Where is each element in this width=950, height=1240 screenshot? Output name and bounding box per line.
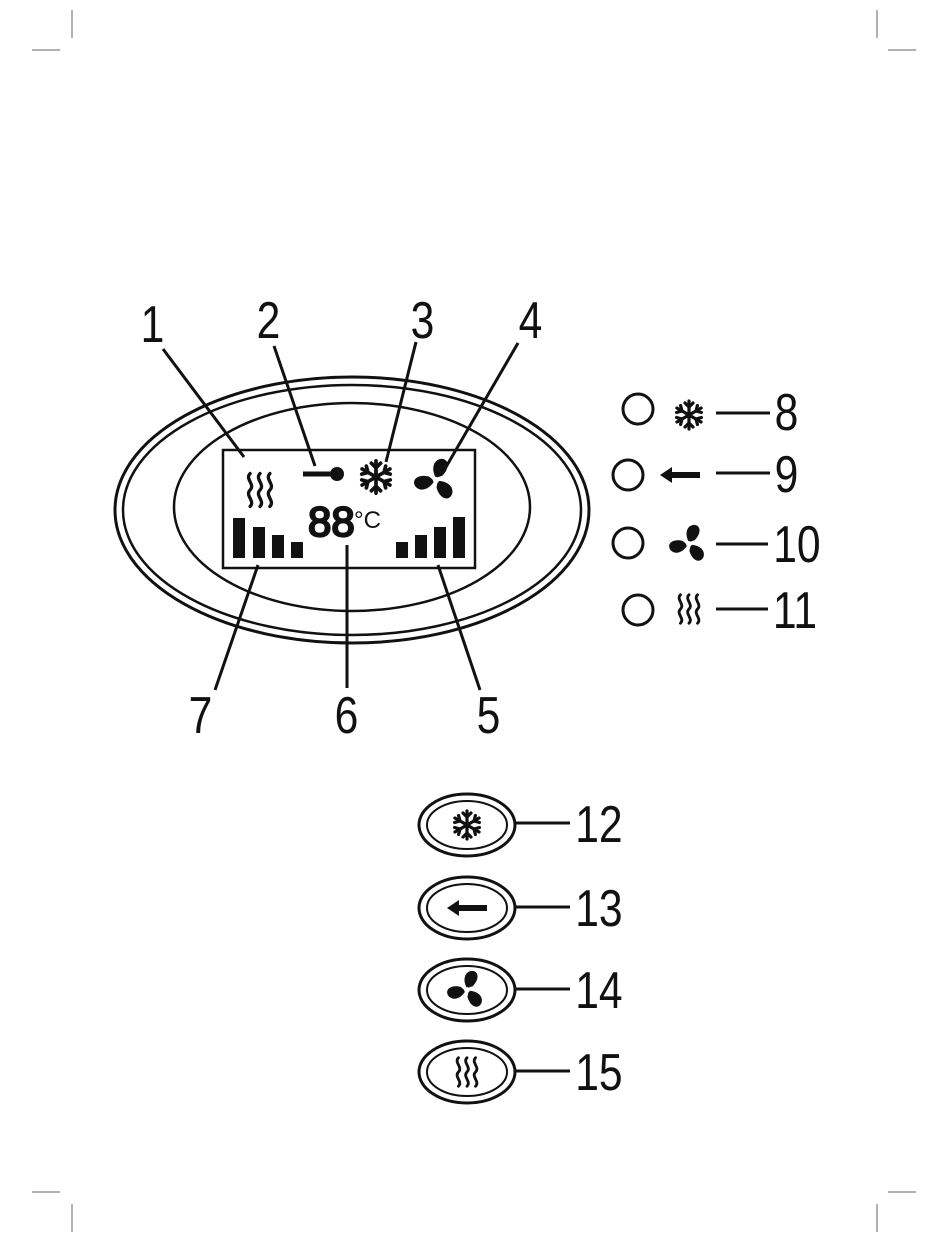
callout-5: 5: [477, 687, 501, 745]
control-buttons: 12 13 14 15: [419, 794, 623, 1103]
indicator-light-fan: 10: [613, 516, 821, 574]
indicator-light-heat: 11: [623, 582, 817, 640]
temperature-unit: °C: [354, 507, 381, 534]
callout-1: 1: [141, 296, 165, 354]
heat-button[interactable]: [419, 1041, 515, 1103]
temperature-digits: 88: [308, 498, 355, 545]
callout-10: 10: [773, 516, 820, 574]
callout-2: 2: [257, 292, 281, 350]
snowflake-icon: [677, 401, 702, 429]
indicator-led: [613, 460, 643, 490]
callout-6: 6: [335, 687, 359, 745]
callout-9: 9: [775, 446, 799, 504]
fan-icon: [667, 525, 707, 563]
heat-bar: [253, 527, 265, 558]
callout-3: 3: [411, 292, 435, 350]
direction-button[interactable]: [419, 877, 515, 939]
indicator-led: [613, 528, 643, 558]
cool-button[interactable]: [419, 794, 515, 856]
callout-14: 14: [575, 962, 622, 1020]
callout-15: 15: [575, 1044, 622, 1102]
indicator-lights: 8 9 10 11: [613, 384, 821, 640]
arrow-left-icon: [660, 467, 700, 483]
heat-bar: [233, 518, 245, 558]
fan-bar: [434, 527, 446, 558]
callout-11: 11: [773, 582, 817, 640]
callout-13: 13: [575, 880, 622, 938]
indicator-light-arrow: 9: [613, 446, 798, 504]
fan-button[interactable]: [419, 959, 515, 1021]
callout-8: 8: [775, 384, 799, 442]
fan-bar: [396, 542, 408, 558]
indicator-led: [623, 394, 653, 424]
fan-bar: [453, 517, 465, 558]
indicator-led: [623, 595, 653, 625]
callout-12: 12: [575, 796, 622, 854]
heat-bar: [291, 542, 303, 558]
fan-bar: [415, 535, 427, 558]
heat-bar: [272, 535, 284, 558]
indicator-light-cool: 8: [623, 384, 798, 442]
callout-4: 4: [519, 292, 543, 350]
heat-waves-icon: [679, 595, 699, 624]
callout-7: 7: [189, 687, 213, 745]
